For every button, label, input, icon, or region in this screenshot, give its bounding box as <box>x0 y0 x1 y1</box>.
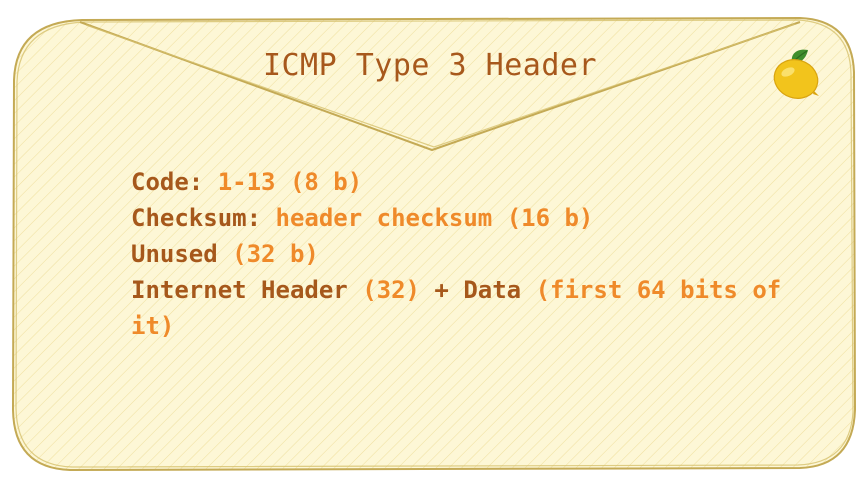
field-value: (32) <box>362 276 420 304</box>
field-list: Code: 1-13 (8 b) Checksum: header checks… <box>131 164 791 344</box>
field-label: Code: <box>131 168 218 196</box>
field-internet-header-data: Internet Header (32) + Data (first 64 bi… <box>131 272 791 344</box>
field-label: Checksum: <box>131 204 276 232</box>
card-title: ICMP Type 3 Header <box>262 48 598 83</box>
field-label-secondary: + Data <box>419 276 536 304</box>
lemon-icon <box>773 49 819 99</box>
field-value: 1-13 (8 b) <box>217 168 363 196</box>
field-value: (32 b) <box>232 240 319 268</box>
field-value: header checksum (16 b) <box>275 204 594 232</box>
field-label: Unused <box>131 240 233 268</box>
card-border <box>11 16 857 472</box>
field-checksum: Checksum: header checksum (16 b) <box>131 200 791 236</box>
field-label: Internet Header <box>131 276 363 304</box>
field-value-secondary: (first 64 bits of it) <box>131 276 782 340</box>
field-unused: Unused (32 b) <box>131 236 791 272</box>
field-code: Code: 1-13 (8 b) <box>131 164 791 200</box>
